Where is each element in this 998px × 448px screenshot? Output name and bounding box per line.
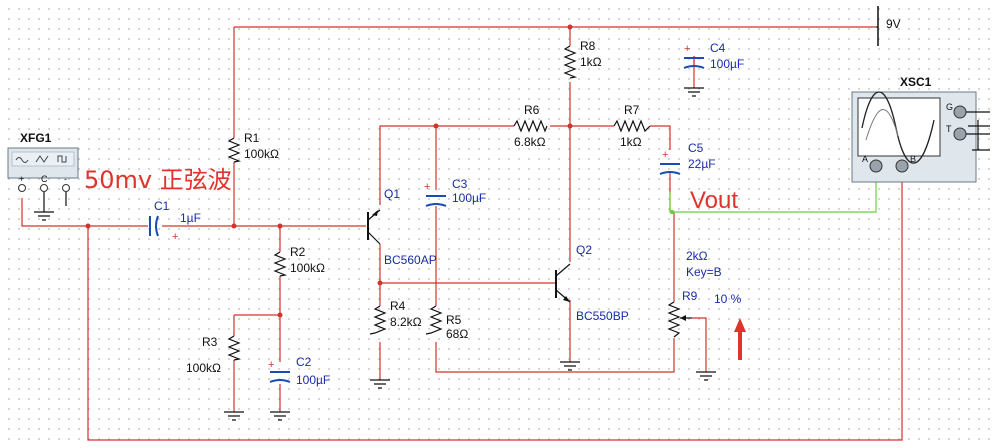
vout-label: Vout	[690, 187, 738, 214]
svg-text:R7: R7	[624, 103, 640, 117]
svg-text:-: -	[64, 174, 67, 184]
scope-wire-a	[669, 170, 877, 215]
resistor-r4[interactable]: R4 8.2kΩ	[369, 299, 422, 335]
svg-text:Key=B: Key=B	[686, 265, 722, 279]
svg-text:R9: R9	[682, 289, 698, 303]
svg-text:100kΩ: 100kΩ	[290, 261, 325, 275]
svg-text:+: +	[172, 231, 178, 243]
resistor-r5[interactable]: R5 68Ω	[425, 305, 468, 341]
svg-text:10 %: 10 %	[714, 292, 742, 306]
input-note: 50mv 正弦波	[84, 166, 232, 194]
svg-text:100µF: 100µF	[296, 373, 330, 387]
svg-text:100kΩ: 100kΩ	[186, 361, 221, 375]
up-arrow-icon	[734, 318, 746, 360]
resistor-r8[interactable]: R8 1kΩ	[563, 39, 602, 79]
resistor-r2[interactable]: R2 100kΩ	[273, 245, 325, 277]
capacitor-c1[interactable]: C1 1µF +	[149, 199, 201, 243]
svg-text:6.8kΩ: 6.8kΩ	[514, 135, 546, 149]
svg-text:8.2kΩ: 8.2kΩ	[390, 315, 422, 329]
capacitor-c5[interactable]: + C5 22µF	[659, 141, 716, 175]
function-generator[interactable]: XFG1 + C -	[7, 131, 79, 221]
svg-text:BC550BP: BC550BP	[576, 309, 629, 323]
fg-label: XFG1	[20, 131, 52, 145]
junctions	[85, 24, 573, 318]
wires	[21, 26, 903, 441]
svg-text:2kΩ: 2kΩ	[686, 249, 708, 263]
svg-text:R4: R4	[390, 299, 406, 313]
svg-text:C1: C1	[154, 199, 170, 213]
svg-text:1µF: 1µF	[180, 211, 201, 225]
capacitor-c4[interactable]: + C4 100µF	[683, 41, 744, 71]
transistor-q1[interactable]: Q1 BC560AP	[367, 187, 437, 267]
capacitor-c3[interactable]: + C3 100µF	[424, 177, 486, 207]
svg-text:1kΩ: 1kΩ	[620, 135, 642, 149]
svg-text:68Ω: 68Ω	[446, 327, 468, 341]
svg-text:100µF: 100µF	[452, 191, 486, 205]
resistor-r1[interactable]: R1 100kΩ	[227, 131, 279, 163]
svg-text:R6: R6	[524, 103, 540, 117]
supply-9v[interactable]: 9V	[877, 6, 901, 46]
svg-text:C5: C5	[688, 141, 704, 155]
svg-text:C3: C3	[452, 177, 468, 191]
svg-text:R8: R8	[580, 39, 596, 53]
svg-text:B: B	[910, 154, 916, 164]
svg-text:+: +	[424, 181, 430, 193]
potentiometer-r9[interactable]: 2kΩ Key=B R9 10 %	[667, 249, 742, 338]
svg-text:A: A	[862, 154, 868, 164]
svg-text:R3: R3	[202, 335, 218, 349]
svg-text:R5: R5	[446, 313, 462, 327]
svg-text:100kΩ: 100kΩ	[244, 147, 279, 161]
svg-text:+: +	[19, 174, 24, 184]
svg-text:1kΩ: 1kΩ	[580, 55, 602, 69]
transistor-q2[interactable]: Q2 BC550BP	[555, 243, 629, 323]
svg-text:T: T	[946, 124, 952, 134]
ground-symbols	[224, 87, 716, 421]
svg-text:22µF: 22µF	[688, 157, 716, 171]
capacitor-c2[interactable]: + C2 100µF	[268, 355, 330, 387]
scope-label: XSC1	[900, 75, 932, 89]
oscilloscope[interactable]: XSC1 A B G T	[851, 75, 990, 183]
svg-text:C4: C4	[710, 41, 726, 55]
resistor-r3[interactable]: R3 100kΩ	[186, 335, 242, 375]
svg-text:R1: R1	[244, 131, 260, 145]
svg-text:C2: C2	[296, 355, 312, 369]
svg-text:C: C	[41, 174, 48, 184]
supply-label: 9V	[886, 17, 901, 31]
svg-text:+: +	[684, 43, 690, 55]
svg-text:100µF: 100µF	[710, 57, 744, 71]
svg-text:+: +	[268, 359, 274, 371]
resistor-r6[interactable]: R6 6.8kΩ	[513, 103, 548, 149]
svg-text:Q2: Q2	[576, 243, 592, 257]
svg-text:Q1: Q1	[384, 187, 400, 201]
svg-text:+: +	[662, 149, 668, 161]
svg-text:R2: R2	[290, 245, 306, 259]
svg-text:BC560AP: BC560AP	[384, 253, 437, 267]
resistor-r7[interactable]: R7 1kΩ	[613, 103, 651, 149]
svg-text:G: G	[946, 102, 953, 112]
